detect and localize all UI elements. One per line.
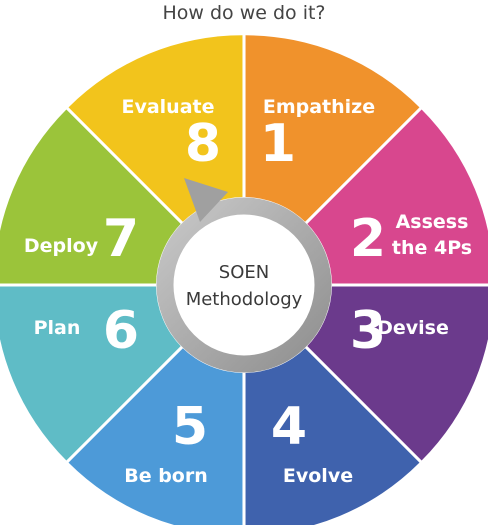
segment-label-7: Deploy: [24, 235, 99, 257]
center-ring: [156, 178, 332, 373]
segment-number-3: 3: [350, 301, 386, 361]
segment-number-5: 5: [172, 397, 208, 457]
page-title: How do we do it?: [162, 2, 326, 24]
segment-number-7: 7: [103, 209, 139, 269]
segment-number-2: 2: [350, 209, 386, 269]
segment-label-8: Evaluate: [121, 96, 214, 118]
segment-label-3: Devise: [377, 317, 449, 339]
segment-label-6: Plan: [34, 317, 81, 339]
segment-label-1: Empathize: [263, 96, 375, 118]
segment-label-2-line2: the 4Ps: [392, 237, 472, 259]
center-title-line1: SOEN: [219, 262, 269, 283]
segment-number-1: 1: [260, 114, 296, 174]
segment-label-2-line1: Assess: [396, 211, 469, 233]
segment-number-8: 8: [185, 114, 221, 174]
segment-label-4: Evolve: [283, 465, 353, 487]
segment-number-6: 6: [103, 301, 139, 361]
circular-arrow-icon: [184, 178, 228, 222]
center-title-line2: Methodology: [186, 289, 303, 310]
segment-number-4: 4: [271, 397, 307, 457]
segment-label-5: Be born: [124, 465, 208, 487]
